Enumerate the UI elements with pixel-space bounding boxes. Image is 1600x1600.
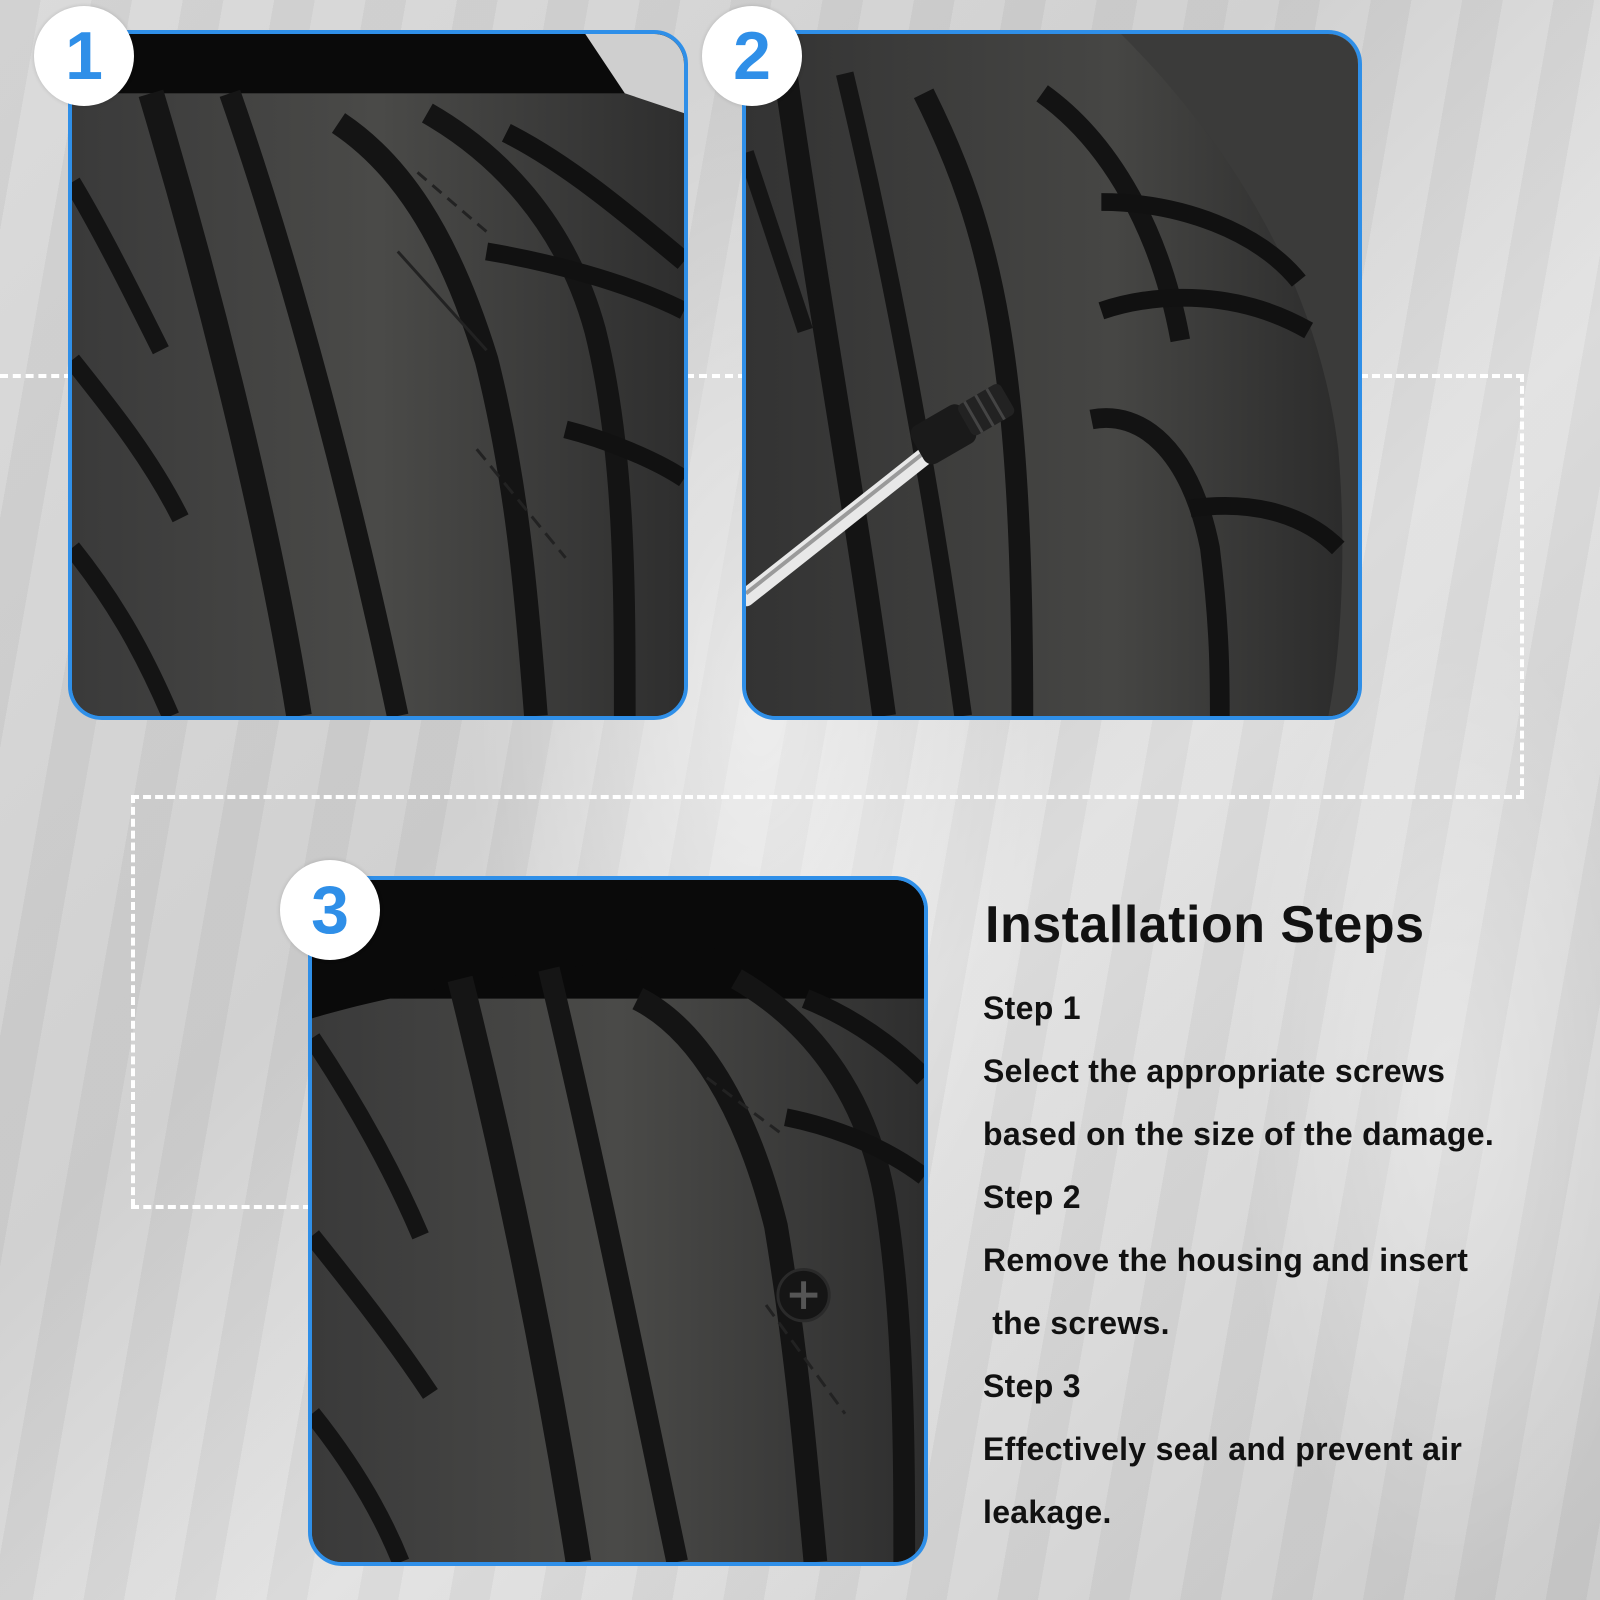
- dashed-connector-right: [1360, 374, 1524, 378]
- dashed-connector-left-vertical: [131, 795, 135, 1207]
- step-1-label: Step 1: [983, 990, 1081, 1026]
- step-3-label: Step 3: [983, 1368, 1081, 1404]
- step-3-description-line-1: Effectively seal and prevent air: [983, 1431, 1463, 1467]
- dashed-connector-bottom: [131, 795, 1524, 799]
- dashed-connector-right-vertical: [1520, 374, 1524, 798]
- step-2-image: [742, 30, 1362, 720]
- step-1-badge: 1: [34, 6, 134, 106]
- step-1-description-line-1: Select the appropriate screws: [983, 1053, 1446, 1089]
- screwdriver-icon: [746, 440, 943, 607]
- step-2-label: Step 2: [983, 1179, 1081, 1215]
- dashed-connector-middle: [686, 374, 746, 378]
- step-1-image: [68, 30, 688, 720]
- step-2-description-line-1: Remove the housing and insert: [983, 1242, 1469, 1278]
- dashed-connector-left: [0, 374, 72, 378]
- dashed-connector-to-panel-3: [131, 1205, 311, 1209]
- step-1-description-line-2: based on the size of the damage.: [983, 1116, 1495, 1152]
- screw-icon: [776, 1267, 831, 1323]
- tire-tread-illustration: [72, 34, 684, 716]
- tire-tread-with-screwdriver-illustration: [746, 34, 1358, 716]
- step-3-description-line-2: leakage.: [983, 1494, 1112, 1530]
- installation-steps-text: Installation Steps Step 1 Select the app…: [983, 895, 1583, 1544]
- step-3-badge: 3: [280, 860, 380, 960]
- step-2-description-line-2: the screws.: [983, 1305, 1170, 1341]
- step-3-image: [308, 876, 928, 1566]
- section-heading: Installation Steps: [985, 896, 1425, 954]
- tire-tread-with-screw-illustration: [312, 880, 924, 1562]
- screw-icon: [910, 384, 1015, 465]
- step-2-badge: 2: [702, 6, 802, 106]
